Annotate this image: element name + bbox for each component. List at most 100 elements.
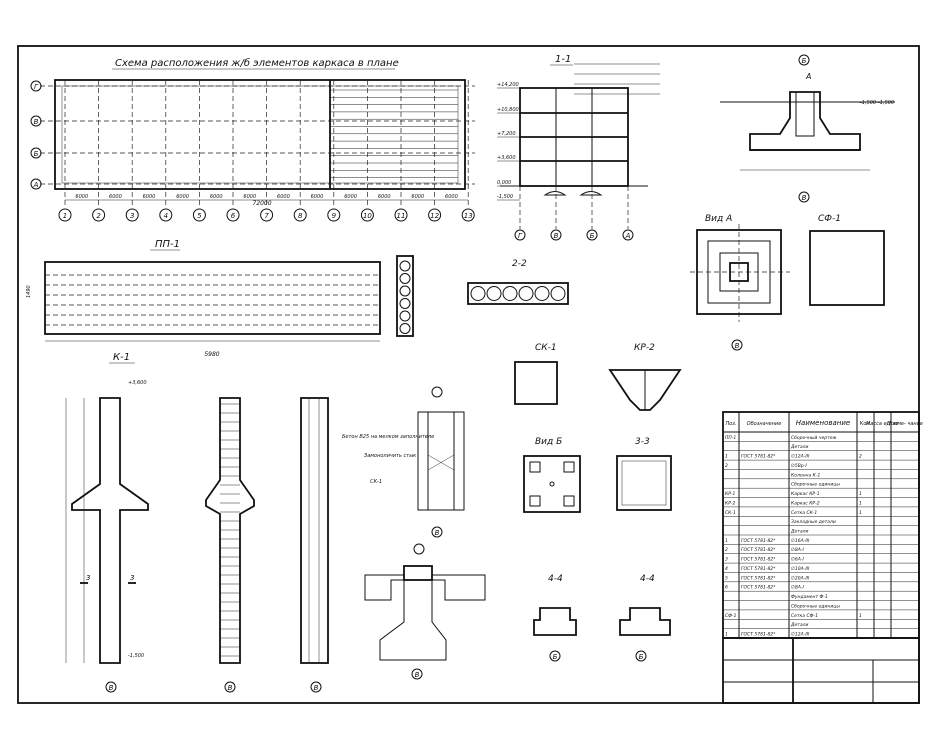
axis-label-v: В [34,118,39,126]
spec-cell: Сборочные единицы [791,603,840,609]
foundation-axis-top [798,54,810,66]
section-axis-label: А [625,232,631,240]
spec-cell: Каркас КР-2 [791,500,820,506]
spec-cell: ∅12А-III [791,632,810,638]
pp1-length: 5980 [204,351,219,358]
slab-void [399,260,411,272]
section-1-1-title: 1-1 [555,54,571,65]
spec-cell: ∅8А-I [791,585,804,591]
plan-dim: 6000 [445,194,458,200]
column-axis-marker [360,208,374,222]
slab-void [502,286,518,301]
spec-cell: Детали [790,444,809,450]
spec-cell: 1 [859,510,862,516]
spec-cell: 3 [725,557,728,563]
plan-dim: 6000 [277,194,290,200]
section-3-3: 3-3 [616,437,672,511]
level-label: +7,200 [497,131,516,137]
svg-text:В: В [415,671,420,679]
column-axis-marker [394,208,408,222]
section-axis-label: В [554,232,559,240]
vid-a-axis [731,339,743,351]
plan-dim: 6000 [378,194,391,200]
svg-text:Б: Б [553,653,558,661]
axis-label-g: Г [34,83,39,91]
column-axis-label: 3 [130,212,134,220]
joint-node-2: В [364,543,486,680]
spec-cell: 2 [725,547,728,553]
column-axis-marker [159,208,173,222]
spec-cell: ПП-1 [725,435,736,441]
column-axis-marker [428,208,442,222]
spec-cell: 2 [859,454,862,460]
title-block [722,637,920,704]
axis-marker-b [30,147,42,159]
axis-label-a: А [33,181,39,189]
spec-cell: ∅8А-I [791,547,804,553]
column-axis-label: 4 [164,212,168,220]
column-axis-marker [226,208,240,222]
plan-total-dim: 72000 [252,200,271,207]
column-axis-marker [125,208,139,222]
foundation-section: Б А -1,500 -1,500 В [720,54,895,203]
k1-title: К-1 [113,352,130,363]
mesh-sk1: СК-1 [514,343,558,405]
column-axis-label: 2 [96,212,101,220]
spec-cell: Сетка СК-1 [791,510,817,516]
foundation-socket [795,91,815,137]
svg-text:В: В [314,684,319,692]
spec-cell: КР-2 [725,500,736,506]
spec-cell: ГОСТ 5781-82* [741,632,776,638]
spec-cell: 5 [725,575,728,581]
column-axis-label: 1 [63,212,67,220]
level-marks: +14,200+10,800+7,200+3,6000,000-1,500 [497,82,520,201]
plan-dim: 6000 [210,194,223,200]
spec-header: Приме- чание [887,421,923,427]
mesh-sf1: СФ-1 [809,214,885,306]
foundation-body [749,91,861,151]
spec-cell: ГОСТ 5781-82* [741,547,776,553]
column-axis-label: 9 [332,212,337,220]
slab-void [518,286,534,301]
plan-outline [54,79,466,190]
sf1-title: СФ-1 [818,214,841,224]
view-a: Вид А В [690,214,790,351]
slab-void [470,286,486,301]
spec-cell: 4 [725,566,728,572]
column-axis-marker [260,208,274,222]
spec-cell: 1 [859,613,862,619]
spec-cell: 1 [725,632,728,638]
s33-title: 3-3 [635,437,650,447]
spec-cell: Детали [790,622,809,628]
spec-cell: ГОСТ 5781-82* [741,454,776,460]
level-label: +10,800 [497,107,519,113]
svg-text:3: 3 [86,574,90,582]
section-axis-marker [622,229,634,241]
svg-text:Бетон В25 на мелком заполнител: Бетон В25 на мелком заполнителе [342,434,434,440]
column-axis-label: 6 [231,212,236,220]
level-label: -1,500 [497,194,513,200]
svg-text:Б: Б [802,57,807,65]
spec-cell: 1 [725,538,728,544]
section-axis-marker [514,229,526,241]
spec-cell: ∅10А-III [791,566,810,572]
plan-dim: 6000 [311,194,324,200]
spec-cell: ГОСТ 5781-82* [741,566,776,572]
spec-cell: 2 [725,463,728,469]
svg-text:В: В [228,684,233,692]
svg-text:4-4: 4-4 [548,574,563,584]
svg-text:В: В [735,342,740,350]
sheet-frame [17,45,920,704]
foundation-axis-bottom [798,191,810,203]
sec22-title: 2-2 [512,259,527,269]
pp1-width: 1490 [26,285,32,298]
slab-pp1: ПП-1 5980 1490 [26,239,414,358]
slab-void [399,273,411,284]
spec-cell: Колонна К-1 [791,472,820,478]
column-axis-label: 12 [430,212,439,220]
column-k1: К-1 +3,600 -1,500 3 3 В [65,352,149,693]
plan-dim: 6000 [176,194,189,200]
foundation-level: -1,500 [860,100,876,106]
slab-void [550,286,566,301]
vid-b-title: Вид Б [535,437,562,447]
